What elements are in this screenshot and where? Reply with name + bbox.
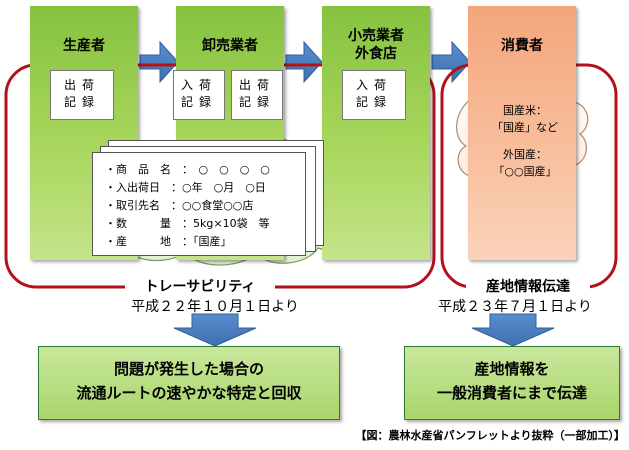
consumer-cloud-spacer	[470, 136, 580, 146]
record-box-wholesaler-receiving: 入荷 記録	[173, 70, 225, 120]
origin-info-result-line1: 産地情報を	[474, 360, 550, 378]
stage-producer-label: 生産者	[63, 38, 105, 54]
record-char: 録	[257, 95, 276, 109]
traceability-title: トレーサビリティ	[125, 276, 275, 298]
record-box-wholesaler-shipping: 出荷 記録	[231, 70, 283, 120]
record-sheet-row-origin: ・産 地 ：「国産」	[105, 235, 232, 248]
record-line-1: 出荷	[51, 77, 113, 94]
record-char: 録	[82, 95, 101, 109]
traceability-result-box: 問題が発生した場合の 流通ルートの速やかな特定と回収	[38, 346, 340, 420]
record-line-1: 入荷	[174, 77, 224, 94]
record-char: 録	[374, 95, 393, 109]
record-char: 記	[238, 95, 257, 109]
record-sheet-row-product: ・商 品 名 ： ○ ○ ○ ○	[105, 163, 270, 176]
consumer-cloud-line2: 「国産」など	[492, 121, 558, 134]
record-box-producer-shipping: 出荷 記録	[50, 70, 114, 120]
record-sheet-row-quantity: ・数 量 ：5kg×10袋 等	[105, 217, 270, 230]
record-line-2: 記録	[174, 94, 224, 111]
record-char: 入	[180, 78, 199, 92]
record-char: 記	[63, 95, 82, 109]
record-char: 入	[355, 78, 374, 92]
flow-arrow-3	[431, 40, 471, 84]
record-sheet-row-partner: ・取引先名 ：○○食堂○○店	[105, 199, 254, 212]
record-box-retailer-receiving: 入荷 記録	[342, 70, 406, 120]
flow-arrow-1	[139, 40, 179, 84]
stage-consumer-label: 消費者	[501, 38, 543, 54]
record-line-1: 出荷	[232, 77, 282, 94]
stage-retailer-label-line1: 小売業者	[348, 28, 404, 44]
consumer-cloud-line1: 国産米：	[503, 104, 547, 117]
stage-retailer: 小売業者 外食店	[322, 6, 430, 260]
flow-arrow-2	[285, 40, 323, 84]
origin-info-title: 産地情報伝達	[466, 276, 590, 298]
traceability-result-line1: 問題が発生した場合の	[113, 360, 264, 378]
record-char: 荷	[82, 78, 101, 92]
record-line-1: 入荷	[343, 77, 405, 94]
origin-info-result-box: 産地情報を 一般消費者にまで伝達	[404, 346, 620, 420]
traceability-date: 平成２２年１０月１日より	[131, 299, 299, 315]
consumer-cloud-line4: 「○○国産」	[493, 165, 557, 178]
consumer-cloud-line3: 外国産：	[503, 148, 547, 161]
consumer-cloud-text: 国産米： 「国産」など 外国産： 「○○国産」	[470, 102, 580, 180]
stage-retailer-label-line2: 外食店	[355, 46, 397, 62]
record-char: 記	[355, 95, 374, 109]
source-note: 【図：農林水産省パンフレットより抜粋（一部加工）】	[355, 429, 626, 442]
record-char: 荷	[374, 78, 393, 92]
record-line-2: 記録	[232, 94, 282, 111]
down-arrow-traceability	[173, 313, 257, 347]
down-arrow-origin	[471, 313, 555, 347]
origin-info-result-line2: 一般消費者にまで伝達	[436, 384, 587, 402]
record-char: 出	[63, 78, 82, 92]
origin-info-date: 平成２３年７月１日より	[438, 299, 592, 315]
stage-wholesaler-label: 卸売業者	[202, 38, 258, 54]
traceability-result-line2: 流通ルートの速やかな特定と回収	[76, 384, 302, 402]
record-char: 出	[238, 78, 257, 92]
stage-consumer: 消費者	[468, 6, 576, 260]
record-char: 荷	[257, 78, 276, 92]
record-char: 録	[199, 95, 218, 109]
record-char: 記	[180, 95, 199, 109]
record-line-2: 記録	[343, 94, 405, 111]
record-char: 荷	[199, 78, 218, 92]
record-line-2: 記録	[51, 94, 113, 111]
record-sheet-row-date: ・入出荷日 ：○年 ○月 ○日	[105, 181, 266, 194]
record-sheet-front: ・商 品 名 ： ○ ○ ○ ○ ・入出荷日 ：○年 ○月 ○日 ・取引先名 ：…	[92, 152, 306, 256]
